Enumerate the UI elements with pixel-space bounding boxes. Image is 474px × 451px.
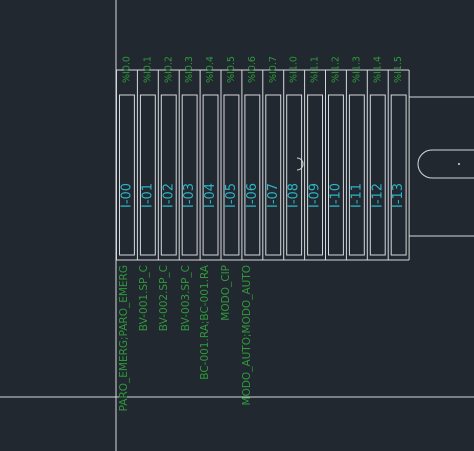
terminal-slot <box>119 94 135 256</box>
terminal-input-label: I-00 <box>119 183 134 208</box>
terminal-address-label: %I0.7 <box>268 56 279 83</box>
terminal-input-label: I-08 <box>287 183 302 208</box>
terminal-address-label: %I1.2 <box>330 56 341 83</box>
terminal-address-label: %I0.6 <box>247 56 258 83</box>
signal-tag-label: BC-001.RA;BC-001.RA <box>199 264 211 379</box>
terminal-slot <box>348 94 365 256</box>
signal-tag-label: BV-002.SP_C <box>158 265 170 331</box>
terminal-slot <box>369 94 386 256</box>
terminal-address-label: %I0.4 <box>205 56 216 83</box>
terminal-slot <box>202 94 219 256</box>
terminal-slot <box>265 94 282 256</box>
terminal-input-label: I-12 <box>370 183 385 208</box>
terminal-slot <box>223 94 240 256</box>
terminal-input-label: I-03 <box>182 183 197 208</box>
terminal-slot <box>181 94 198 256</box>
terminal-address-label: %I0.3 <box>184 56 195 83</box>
terminal-slot <box>390 94 407 256</box>
terminal-input-label: I-01 <box>140 183 155 208</box>
signal-tag-label: MODO_AUTO;MODO_AUTO <box>241 265 253 405</box>
terminal-input-label: I-10 <box>328 183 343 208</box>
terminal-address-label: %I1.4 <box>372 56 383 83</box>
terminal-input-label: I-09 <box>308 183 323 208</box>
terminal-address-label: %I1.5 <box>393 56 404 83</box>
terminal-slot <box>160 94 177 256</box>
terminal-input-label: I-06 <box>245 183 260 208</box>
terminal-slot <box>244 94 261 256</box>
terminal-address-label: %I1.1 <box>310 56 321 83</box>
terminal-input-label: I-02 <box>161 183 176 208</box>
terminal-address-label: %I0.5 <box>226 56 237 83</box>
signal-tag-label: MODO_CIP <box>220 265 232 321</box>
terminal-address-label: %I0.1 <box>142 56 153 83</box>
terminal-slot <box>328 94 344 256</box>
terminal-slot <box>139 94 156 256</box>
terminal-notch-mark <box>296 157 304 171</box>
terminal-input-label: I-07 <box>266 183 281 208</box>
terminal-input-label: I-13 <box>391 183 406 208</box>
terminal-input-label: I-04 <box>203 183 218 208</box>
terminal-input-label: I-05 <box>224 183 239 208</box>
terminal-input-label: I-11 <box>349 183 364 208</box>
rail-slot-outline <box>417 149 474 179</box>
terminal-slot <box>286 94 303 256</box>
terminal-address-label: %I1.0 <box>289 56 300 83</box>
terminal-address-label: %I0.0 <box>121 56 132 83</box>
signal-tag-label: BV-001.SP_C <box>138 265 150 331</box>
terminal-address-label: %I0.2 <box>163 56 174 83</box>
terminal-slot <box>307 94 324 256</box>
signal-tag-label: PARO_EMERG;PARO_EMERG <box>118 265 130 411</box>
signal-tag-label: BV-003.SP_C <box>180 265 192 331</box>
rail-slot-marker <box>458 163 460 165</box>
terminal-address-label: %I1.3 <box>351 56 362 83</box>
